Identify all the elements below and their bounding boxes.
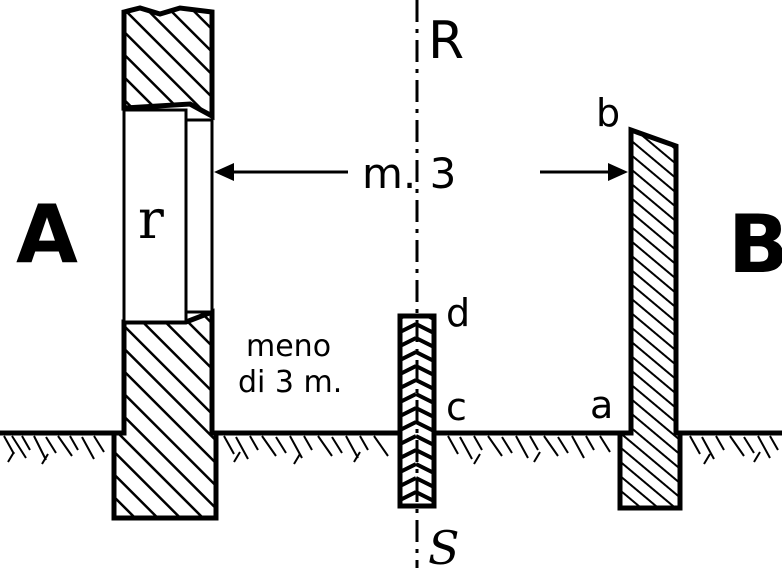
label-axis-bottom: S <box>428 521 460 568</box>
label-point-b: b <box>596 91 620 135</box>
window-label: r <box>138 188 164 251</box>
label-distance-note-1: meno <box>246 329 331 364</box>
label-side-b: B <box>728 198 782 291</box>
label-point-a: a <box>590 383 613 427</box>
distance-label: m. 3 <box>362 149 456 198</box>
wall-b-body <box>617 126 683 511</box>
label-point-c: c <box>446 385 467 429</box>
label-point-d: d <box>446 291 470 335</box>
window-shutter <box>184 118 214 314</box>
wall-a-lower <box>111 308 219 521</box>
window-opening <box>122 108 188 324</box>
arrowhead-left <box>214 163 234 181</box>
ground-grass <box>3 435 779 465</box>
wall-a: r <box>111 5 219 521</box>
label-side-a: A <box>16 188 78 281</box>
distance-dimension: m. 3 <box>214 149 628 198</box>
label-axis-top: R <box>428 11 464 71</box>
label-distance-note-2: di 3 m. <box>238 365 342 400</box>
wall-a-upper <box>121 5 215 121</box>
arrowhead-right <box>608 163 628 181</box>
wall-b <box>617 126 683 511</box>
